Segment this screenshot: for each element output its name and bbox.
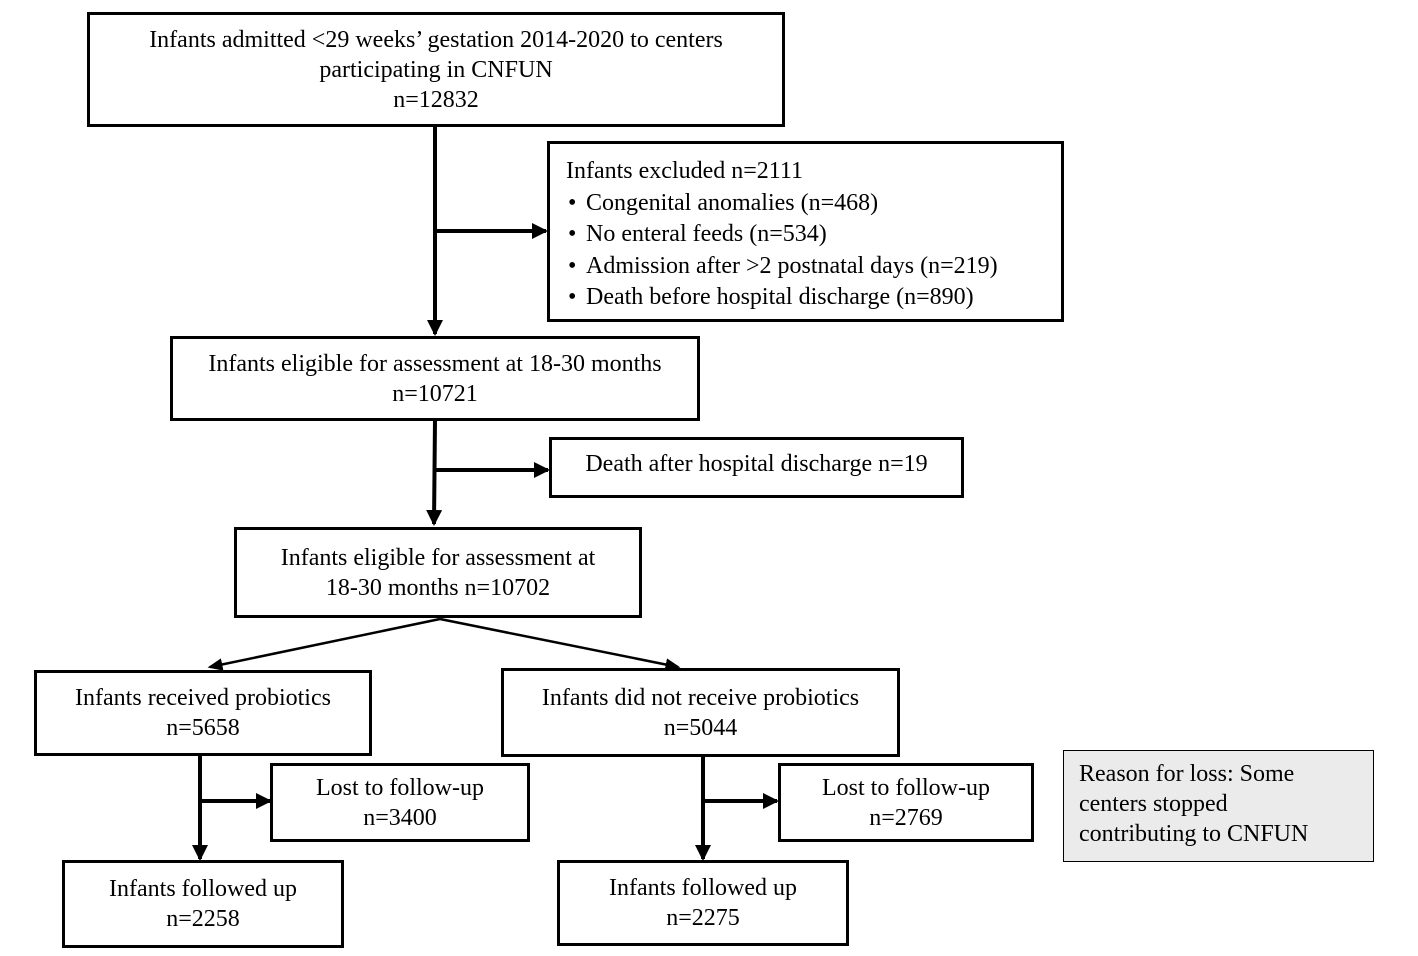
eligible-2-box: Infants eligible for assessment at 18-30… — [234, 527, 642, 618]
followed-right-label: Infants followed up — [609, 875, 797, 901]
bullet-icon: • — [568, 284, 577, 310]
followed-left-box: Infants followed up n=2258 — [62, 860, 344, 948]
bullet-icon: • — [568, 252, 577, 279]
lost-left-count: n=3400 — [363, 804, 437, 831]
admitted-line-2: participating in CNFUN — [319, 56, 553, 83]
lost-right-count: n=2769 — [869, 804, 943, 831]
followed-left-count: n=2258 — [166, 906, 240, 932]
received-probiotics-count: n=5658 — [166, 715, 240, 741]
lost-left-box: Lost to follow-up n=3400 — [270, 763, 530, 842]
admitted-count: n=12832 — [393, 86, 479, 113]
excluded-box: Infants excluded n=2111 • Congenital anom… — [547, 141, 1064, 322]
received-probiotics-box: Infants received probiotics n=5658 — [34, 670, 372, 756]
followed-left-label: Infants followed up — [109, 876, 297, 902]
bullet-icon: • — [568, 189, 577, 216]
eligible-1-box: Infants eligible for assessment at 18-30… — [170, 336, 700, 421]
excluded-reason-text: Death before hospital discharge (n=890) — [586, 284, 974, 310]
loss-reason-note: Reason for loss: Some centers stopped co… — [1063, 750, 1374, 862]
excluded-reason-item: • Admission after >2 postnatal days (n=21… — [566, 251, 1061, 283]
eligible-1-line-1: Infants eligible for assessment at 18-30… — [208, 350, 662, 377]
admitted-line-1: Infants admitted <29 weeks’ gestation 20… — [149, 26, 723, 53]
excluded-reason-text: Admission after >2 postnatal days (n=219… — [586, 252, 998, 279]
excluded-reason-text: Congenital anomalies (n=468) — [586, 189, 879, 216]
lost-right-box: Lost to follow-up n=2769 — [778, 763, 1034, 842]
eligible-2-line-2: 18-30 months n=10702 — [325, 574, 551, 601]
eligible-2-line-1: Infants eligible for assessment at — [280, 544, 596, 571]
admitted-box: Infants admitted <29 weeks’ gestation 20… — [87, 12, 785, 127]
excluded-reasons-list: • Congenital anomalies (n=468) • No entera… — [566, 188, 1061, 314]
lost-right-label: Lost to follow-up — [822, 774, 990, 801]
loss-reason-line-1: Reason for loss: Some — [1079, 761, 1295, 787]
excluded-reason-item: • Death before hospital discharge (n=890) — [566, 282, 1061, 314]
received-probiotics-label: Infants received probiotics — [75, 685, 331, 711]
arrow-to-received-probiotics — [207, 617, 441, 671]
no-probiotics-box: Infants did not receive probiotics n=504… — [501, 668, 900, 757]
arrow-to-no-probiotics — [439, 617, 681, 671]
excluded-reason-item: • No enteral feeds (n=534) — [566, 219, 1061, 251]
excluded-reason-item: • Congenital anomalies (n=468) — [566, 188, 1061, 220]
bullet-icon: • — [568, 221, 577, 247]
lost-left-label: Lost to follow-up — [316, 774, 484, 801]
no-probiotics-label: Infants did not receive probiotics — [541, 684, 860, 711]
excluded-heading: Infants excluded n=2111 — [566, 158, 804, 184]
followed-right-count: n=2275 — [666, 905, 740, 931]
excluded-reason-text: No enteral feeds (n=534) — [586, 221, 827, 247]
arrow-eligible1-to-eligible2 — [426, 419, 443, 526]
death-after-discharge-text: Death after hospital discharge n=19 — [585, 450, 928, 477]
followed-right-box: Infants followed up n=2275 — [557, 860, 849, 946]
loss-reason-line-3: contributing to CNFUN — [1079, 821, 1309, 847]
loss-reason-line-2: centers stopped — [1079, 791, 1228, 817]
death-after-discharge-box: Death after hospital discharge n=19 — [549, 437, 964, 498]
eligible-1-count: n=10721 — [392, 380, 478, 407]
no-probiotics-count: n=5044 — [663, 714, 738, 741]
